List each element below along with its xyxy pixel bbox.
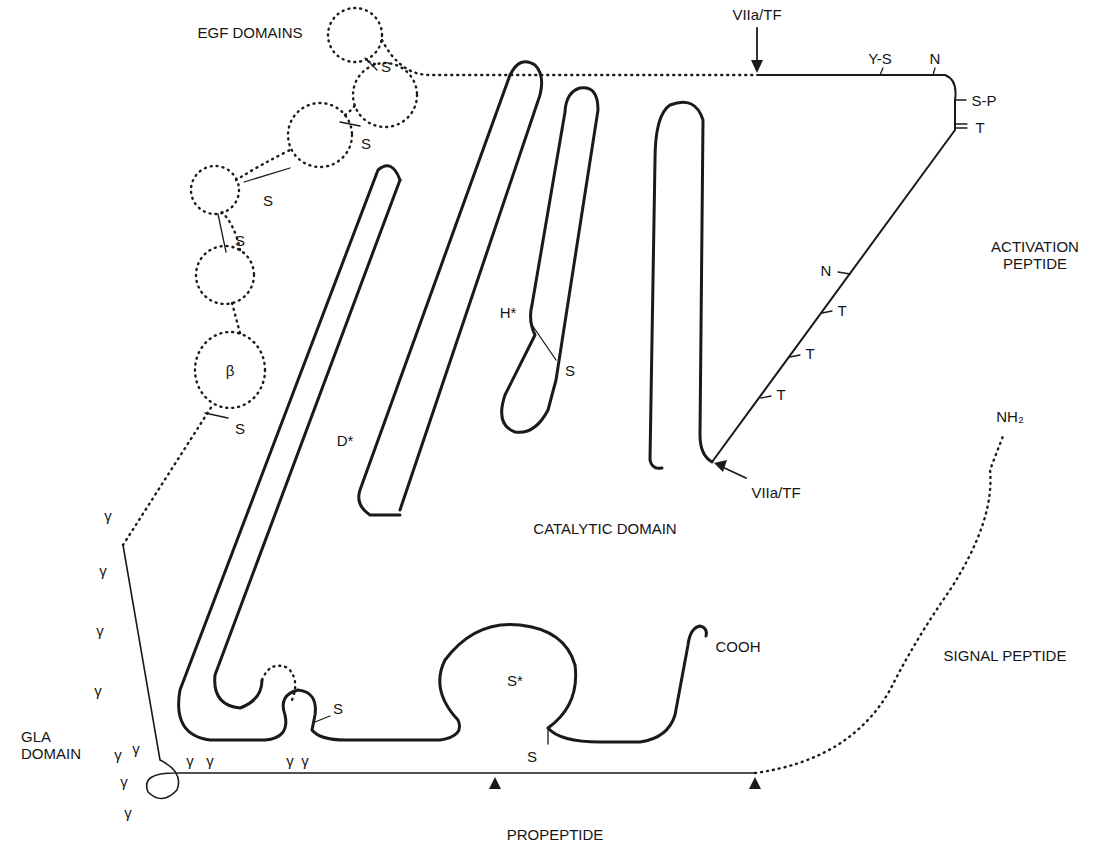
bond-label: S <box>235 420 245 437</box>
residue-label: S-P <box>971 92 996 109</box>
bond-label: S <box>565 362 575 379</box>
terminus-label: NH₂ <box>996 408 1024 425</box>
residue-label: T <box>805 345 814 362</box>
cleavage-triangle <box>749 777 761 789</box>
active-site-label: D* <box>337 432 354 449</box>
domain-label: SIGNAL PEPTIDE <box>944 647 1067 664</box>
egf-chain <box>123 8 757 700</box>
cleavage-arrow <box>718 28 757 478</box>
catalytic-chain <box>179 62 712 742</box>
bond-label: S <box>333 700 343 717</box>
residue-label: T <box>837 302 846 319</box>
arrow-head <box>751 60 763 73</box>
residue-label: N <box>821 262 832 279</box>
gla-residue: γ <box>186 752 194 769</box>
arrow-head <box>714 460 727 472</box>
gla-residue: γ <box>104 507 112 524</box>
terminus-label: COOH <box>716 638 761 655</box>
gla-residue: γ <box>94 682 102 699</box>
active-site-label: H* <box>500 304 517 321</box>
residue-label: N <box>930 50 941 67</box>
domain-label: PROPEPTIDE <box>507 826 604 843</box>
gla-residue: γ <box>99 562 107 579</box>
gla-residue: γ <box>286 752 294 769</box>
enzyme-label: VIIa/TF <box>732 6 781 23</box>
enzyme-label: VIIa/TF <box>751 484 800 501</box>
gla-residue: γ <box>132 740 140 757</box>
residue-label: Y-S <box>868 50 892 67</box>
residue-label: T <box>975 119 984 136</box>
bond-ticks <box>205 58 967 744</box>
bond-label: S <box>527 748 537 765</box>
gla-residue: γ <box>120 773 128 790</box>
residue-label: T <box>776 386 785 403</box>
bond-label: S <box>381 58 391 75</box>
domain-label: EGF DOMAINS <box>197 24 302 41</box>
gla-residue: γ <box>96 622 104 639</box>
active-site-label: S* <box>507 672 523 689</box>
activation-peptide-chain <box>712 75 956 462</box>
bond-label: S <box>361 135 371 152</box>
gla-residue: γ <box>301 752 309 769</box>
domain-label: CATALYTIC DOMAIN <box>533 520 676 537</box>
bond-label: S <box>235 232 245 249</box>
gla-residue: γ <box>124 804 132 821</box>
residue-label: β <box>226 362 235 379</box>
bond-label: S <box>263 192 273 209</box>
cleavage-triangle <box>489 777 501 789</box>
gla-residue: γ <box>114 746 122 763</box>
domain-label: GLA DOMAIN <box>21 728 95 762</box>
gla-residue: γ <box>206 752 214 769</box>
domain-label: ACTIVATION PEPTIDE <box>979 238 1091 272</box>
